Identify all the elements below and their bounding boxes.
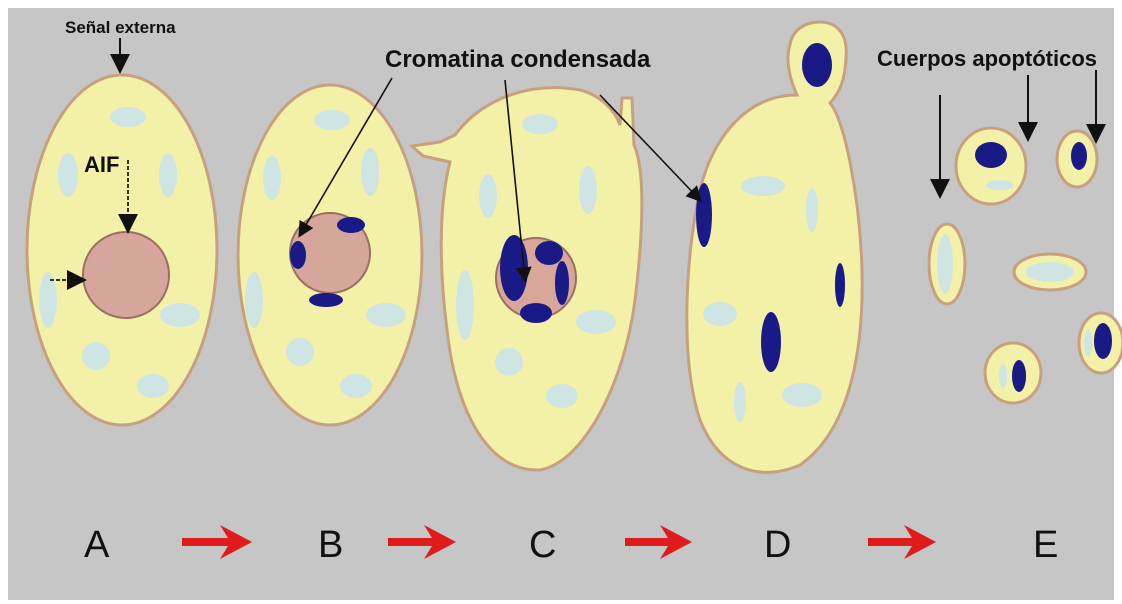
aif-label: AIF	[84, 152, 119, 177]
external-signal-label: Señal externa	[65, 18, 176, 37]
stage-label-b: B	[318, 524, 343, 566]
stage-label-c: C	[529, 524, 556, 566]
stage-label-e: E	[1033, 524, 1058, 566]
apoptotic-bodies-label: Cuerpos apoptóticos	[877, 46, 1097, 71]
stage-label-a: A	[84, 524, 110, 566]
cell-b	[238, 85, 422, 425]
stage-label-d: D	[764, 524, 791, 566]
cell-a: AIF	[27, 75, 217, 425]
condensed-chromatin-label: Cromatina condensada	[385, 46, 651, 73]
